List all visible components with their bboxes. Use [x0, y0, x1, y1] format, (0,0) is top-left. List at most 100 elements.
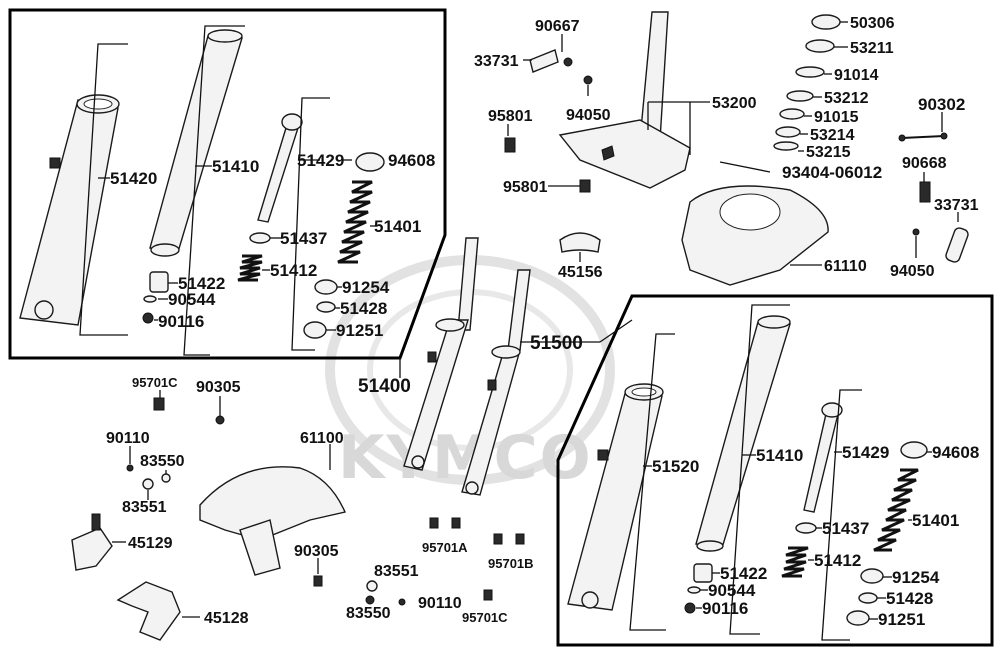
label-33731-right: 33731	[934, 197, 979, 214]
label-91251-left: 91251	[336, 321, 383, 340]
label-51412-left: 51412	[270, 261, 317, 280]
label-51500: 51500	[530, 333, 583, 354]
label-83551-bottom: 83551	[374, 563, 419, 580]
label-95801-a: 95801	[488, 108, 533, 125]
fork-assembly-center	[403, 237, 531, 496]
label-91254-right: 91254	[892, 568, 940, 587]
bolt-90110-left	[126, 464, 134, 472]
spring-51401	[337, 180, 373, 264]
piece-51422	[149, 271, 169, 293]
far-right-leaders	[915, 112, 959, 258]
label-90110-left: 90110	[106, 430, 150, 447]
label-45128: 45128	[204, 610, 249, 627]
cable-90302	[898, 132, 948, 142]
label-90668: 90668	[902, 155, 947, 172]
label-45156: 45156	[558, 264, 603, 281]
seal-91251	[303, 321, 327, 339]
oring-90544-right	[687, 586, 701, 594]
label-51422-left: 51422	[178, 274, 225, 293]
label-51412-right: 51412	[814, 551, 861, 570]
label-51429-right: 51429	[842, 443, 889, 462]
ring-94608-right	[900, 441, 928, 459]
label-95701A: 95701A	[422, 540, 468, 555]
label-51410-left: 51410	[212, 157, 259, 176]
oring-90544	[143, 295, 157, 303]
bolt-90116-right	[684, 602, 696, 614]
label-51410-right: 51410	[756, 446, 803, 465]
fork-51500-frame	[556, 294, 994, 647]
top-center-leaders	[507, 34, 822, 266]
label-51422-right: 51422	[720, 564, 767, 583]
label-51437-left: 51437	[280, 229, 327, 248]
label-91014: 91014	[834, 67, 879, 84]
label-90302: 90302	[918, 95, 965, 114]
label-83551-left: 83551	[122, 499, 167, 516]
label-90544-left: 90544	[168, 290, 216, 309]
washer-83551-left	[142, 478, 154, 490]
washer-51437	[249, 232, 271, 244]
seal-91254	[314, 279, 338, 295]
label-83550-bottom: 83550	[346, 605, 391, 622]
label-53212: 53212	[824, 90, 869, 107]
washer-83550-left	[161, 473, 171, 483]
bottom-center-fasteners	[365, 517, 525, 606]
label-51520: 51520	[652, 457, 699, 476]
label-94050-top: 94050	[566, 107, 611, 124]
spring-51401-right	[873, 468, 919, 552]
label-93404-06012: 93404-06012	[782, 163, 882, 182]
outer-tube-51420	[19, 94, 120, 326]
outer-tube-51520	[567, 383, 664, 611]
label-61110: 61110	[824, 258, 867, 275]
bracket-45156	[559, 232, 601, 253]
label-94608-right: 94608	[932, 443, 979, 462]
label-53214: 53214	[810, 127, 855, 144]
spring-51412	[237, 254, 263, 282]
cover-61110	[681, 185, 829, 286]
top-right-leaders	[798, 21, 848, 152]
bearing-stack	[773, 14, 841, 151]
bolt-95701C-top	[153, 397, 165, 411]
label-53211: 53211	[850, 40, 894, 57]
label-94608-left: 94608	[388, 151, 435, 170]
seal-91254-right	[860, 568, 884, 584]
label-95701B: 95701B	[488, 556, 534, 571]
bracket-45129	[71, 513, 113, 571]
steering-stem-53200	[558, 11, 691, 189]
ring-94608	[355, 152, 385, 172]
label-90116-right: 90116	[702, 599, 748, 618]
label-53215: 53215	[806, 144, 851, 161]
label-51400: 51400	[358, 376, 411, 397]
label-91254-left: 91254	[342, 278, 390, 297]
label-90110-bottom: 90110	[418, 595, 462, 612]
bracket-90667	[529, 49, 573, 73]
label-90667: 90667	[535, 18, 580, 35]
label-91015: 91015	[814, 109, 859, 126]
bolt-95801-a	[504, 137, 516, 153]
label-95701C-bottom: 95701C	[462, 610, 508, 625]
label-91251-right: 91251	[878, 610, 925, 629]
label-90305-bottom: 90305	[294, 543, 339, 560]
bolt-95801-b	[579, 179, 591, 193]
label-95701C-top: 95701C	[132, 375, 178, 390]
damper-rod-51429-right	[803, 402, 843, 513]
watermark-text: KYMCO	[338, 423, 593, 493]
bottom-left-leaders	[112, 390, 331, 618]
clip-51428	[316, 301, 336, 313]
label-51401-left: 51401	[374, 217, 421, 236]
label-90305-top: 90305	[196, 379, 241, 396]
bracket-45128	[116, 581, 181, 641]
spring-51412-right	[781, 546, 809, 578]
label-51428-left: 51428	[340, 299, 387, 318]
label-90116-left: 90116	[158, 312, 204, 331]
label-51428-right: 51428	[886, 589, 933, 608]
fork-51400-frame	[8, 8, 447, 360]
damper-rod-51429	[257, 113, 303, 223]
clip-51428-right	[858, 592, 878, 604]
label-94050-right: 94050	[890, 263, 935, 280]
label-83550-left: 83550	[140, 453, 185, 470]
label-95801-b: 95801	[503, 179, 548, 196]
nut-90305-top	[215, 415, 225, 425]
label-45129: 45129	[128, 535, 173, 552]
